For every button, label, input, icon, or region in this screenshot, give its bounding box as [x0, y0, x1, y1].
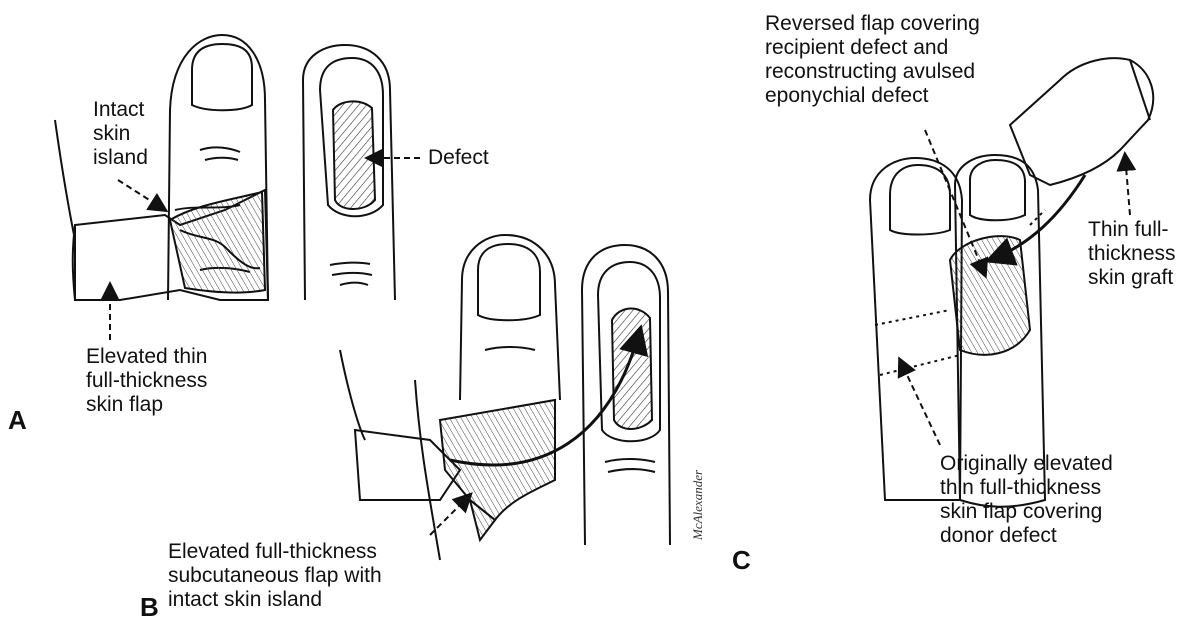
artist-signature: McAlexander	[690, 470, 706, 540]
label-elevated-thin-flap: Elevated thin full-thickness skin flap	[86, 345, 207, 417]
leader-graft	[1125, 155, 1130, 215]
skin-graft-c	[1010, 58, 1153, 185]
label-thin-graft: Thin full- thickness skin graft	[1088, 218, 1176, 290]
finger-b1	[460, 235, 560, 400]
label-intact-skin-island: Intact skin island	[93, 98, 148, 170]
leader-originally	[900, 360, 940, 445]
panel-label-a: A	[8, 405, 27, 436]
panel-b-illustration	[340, 235, 670, 560]
label-originally-elevated: Originally elevated thin full-thickness …	[940, 452, 1113, 548]
reversed-flap-c	[950, 236, 1030, 355]
defect-area-a	[333, 101, 375, 209]
label-elevated-subcutaneous-flap: Elevated full-thickness subcutaneous fla…	[168, 540, 382, 612]
label-defect: Defect	[428, 146, 489, 170]
defect-area-b	[612, 308, 652, 429]
finger-c1	[870, 158, 962, 500]
nail-a1	[192, 44, 252, 110]
label-reversed-flap: Reversed flap covering recipient defect …	[765, 12, 980, 108]
nail-b1	[478, 244, 540, 320]
nail-c2	[970, 160, 1025, 220]
nail-c1	[890, 165, 950, 235]
leader-intact-island	[118, 180, 165, 210]
panel-label-b: B	[140, 592, 159, 623]
panel-label-c: C	[732, 545, 751, 576]
